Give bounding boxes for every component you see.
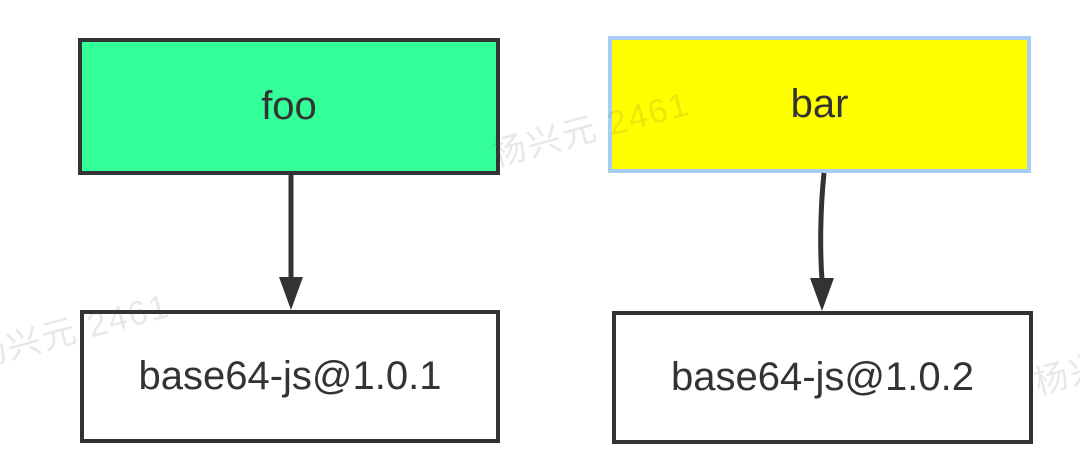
node-base64-js-1-0-1-label: base64-js@1.0.1 bbox=[138, 354, 442, 398]
node-base64-js-1-0-2: base64-js@1.0.2 bbox=[612, 311, 1033, 444]
node-foo: foo bbox=[78, 38, 500, 175]
node-foo-label: foo bbox=[261, 84, 317, 128]
watermark: 杨兴元 2461 bbox=[1029, 313, 1080, 403]
edge-foo-to-base64-js-1-0-1 bbox=[279, 175, 303, 310]
edge-bar-to-base64-js-1-0-2 bbox=[810, 172, 834, 311]
node-bar: bar bbox=[608, 36, 1031, 173]
node-base64-js-1-0-1: base64-js@1.0.1 bbox=[80, 310, 500, 443]
arrowhead-icon bbox=[810, 278, 834, 311]
node-bar-label: bar bbox=[790, 82, 849, 126]
node-base64-js-1-0-2-label: base64-js@1.0.2 bbox=[670, 355, 974, 399]
arrowhead-icon bbox=[279, 277, 303, 310]
